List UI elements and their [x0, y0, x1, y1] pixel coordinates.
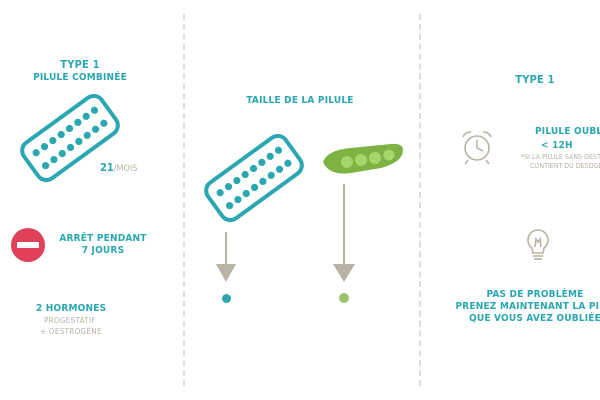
- forgot-pill-hours: < 12H: [541, 140, 573, 151]
- forgot-pill-title: PILULE OUBLIÉE ?: [535, 126, 600, 137]
- pill-dot: [275, 165, 284, 173]
- pill-dot-teal: [222, 294, 231, 303]
- pill-dot: [32, 149, 40, 157]
- pill-dot: [91, 125, 100, 133]
- arrow-down-icon: [216, 232, 236, 282]
- pill-dot: [233, 176, 241, 185]
- pill-dot: [75, 137, 83, 146]
- no-problem-line1: PAS DE PROBLÈME: [486, 289, 584, 300]
- pill-dot: [83, 131, 91, 139]
- pill-dot: [225, 202, 234, 210]
- pill-dot: [90, 106, 99, 114]
- pill-dot: [65, 124, 74, 133]
- pill-dot: [100, 119, 108, 127]
- divider-left: [183, 14, 185, 386]
- hormones-title: 2 HORMONES: [36, 303, 107, 314]
- pill-dot: [58, 149, 66, 158]
- pill-dot: [284, 159, 292, 167]
- no-entry-icon: [11, 228, 45, 262]
- divider-right: [419, 14, 421, 386]
- pill-dot: [66, 143, 75, 152]
- pill-dot: [41, 162, 50, 170]
- stop-text-line2: 7 JOURS: [81, 245, 125, 256]
- forgot-note-line1: *SI LA PILULE SANS OESTROGÈNE: [521, 153, 600, 161]
- pill-dot: [266, 152, 274, 160]
- pill-dot: [234, 195, 242, 204]
- left-subtitle: PILULE COMBINÉE: [33, 72, 127, 83]
- pill-dot: [50, 155, 58, 164]
- pill-dot: [224, 183, 233, 191]
- no-problem-line2: PRENEZ MAINTENANT LA PILULE: [455, 301, 600, 312]
- arrow-down-icon: [333, 184, 355, 282]
- pill-dot: [40, 143, 49, 151]
- hormone-1: PROGESTATIF: [44, 316, 96, 325]
- pill-dot-green: [339, 293, 349, 303]
- pill-dot: [242, 189, 250, 198]
- pea-pod-icon: [323, 143, 403, 174]
- dose-count: 21: [100, 161, 114, 174]
- pill-dot: [259, 177, 267, 186]
- left-type-title: TYPE 1: [60, 58, 100, 71]
- alarm-clock-icon: [462, 131, 492, 165]
- pill-dot: [82, 112, 90, 120]
- hormone-2: + OESTROGÈNE: [40, 327, 102, 336]
- dose-unit: /MOIS: [113, 164, 138, 174]
- pill-dot: [249, 164, 258, 173]
- pill-dot: [250, 183, 259, 192]
- lightbulb-icon: [527, 229, 549, 260]
- pill-dot: [267, 171, 275, 179]
- pill-dot: [274, 146, 283, 154]
- pill-dot: [258, 158, 266, 167]
- pill-dot: [241, 170, 249, 179]
- pill-dot: [216, 189, 224, 197]
- forgot-note-line2: CONTIENT DU DESOGESTREL: [530, 162, 600, 170]
- pill-dot: [74, 118, 82, 127]
- middle-title: TAILLE DE LA PILULE: [246, 95, 354, 106]
- right-type-title: TYPE 1: [515, 73, 555, 86]
- pill-dot: [49, 136, 57, 145]
- stop-text-line1: ARRÊT PENDANT: [59, 233, 147, 244]
- dose-count-label: 21/MOIS: [100, 161, 137, 174]
- pill-dot: [57, 130, 65, 139]
- no-problem-line3: QUE VOUS AVEZ OUBLIÉE: [468, 313, 600, 324]
- pill-pack-icon: [20, 93, 120, 183]
- pill-pack-icon: [204, 133, 304, 223]
